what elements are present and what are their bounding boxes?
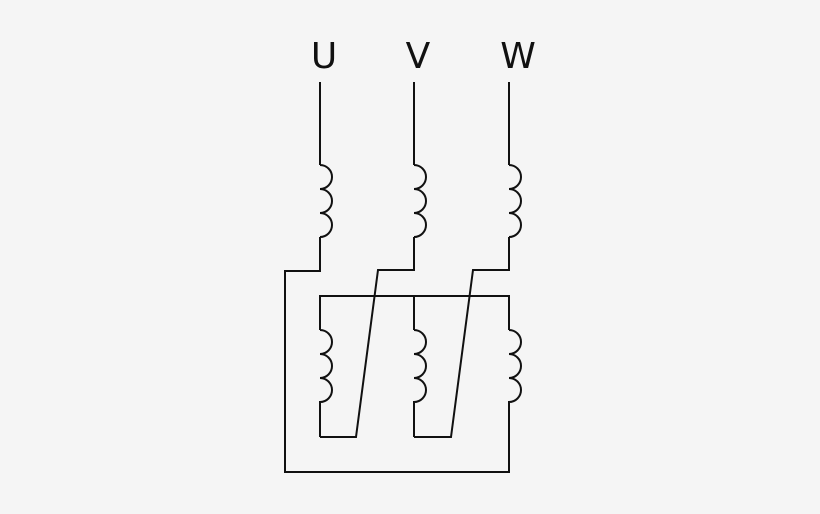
- phase-u-upper-branch: [284, 82, 510, 473]
- lower-coil-v: [413, 329, 427, 437]
- connection-wire-w: [414, 237, 510, 438]
- upper-coil-w: [508, 164, 522, 238]
- lower-winding-group: [319, 295, 522, 437]
- connection-wire-v: [320, 237, 415, 438]
- terminal-label-v: V: [406, 36, 431, 77]
- phase-v-upper-branch: [320, 82, 427, 438]
- upper-coil-u: [319, 164, 333, 238]
- phase-w-upper-branch: [414, 82, 522, 438]
- upper-coil-v: [413, 164, 427, 238]
- lower-coil-u: [319, 329, 333, 437]
- connection-wire-u: [284, 237, 510, 473]
- terminal-label-w: W: [500, 36, 536, 77]
- terminal-label-u: U: [311, 36, 337, 77]
- lower-coil-w: [508, 329, 522, 437]
